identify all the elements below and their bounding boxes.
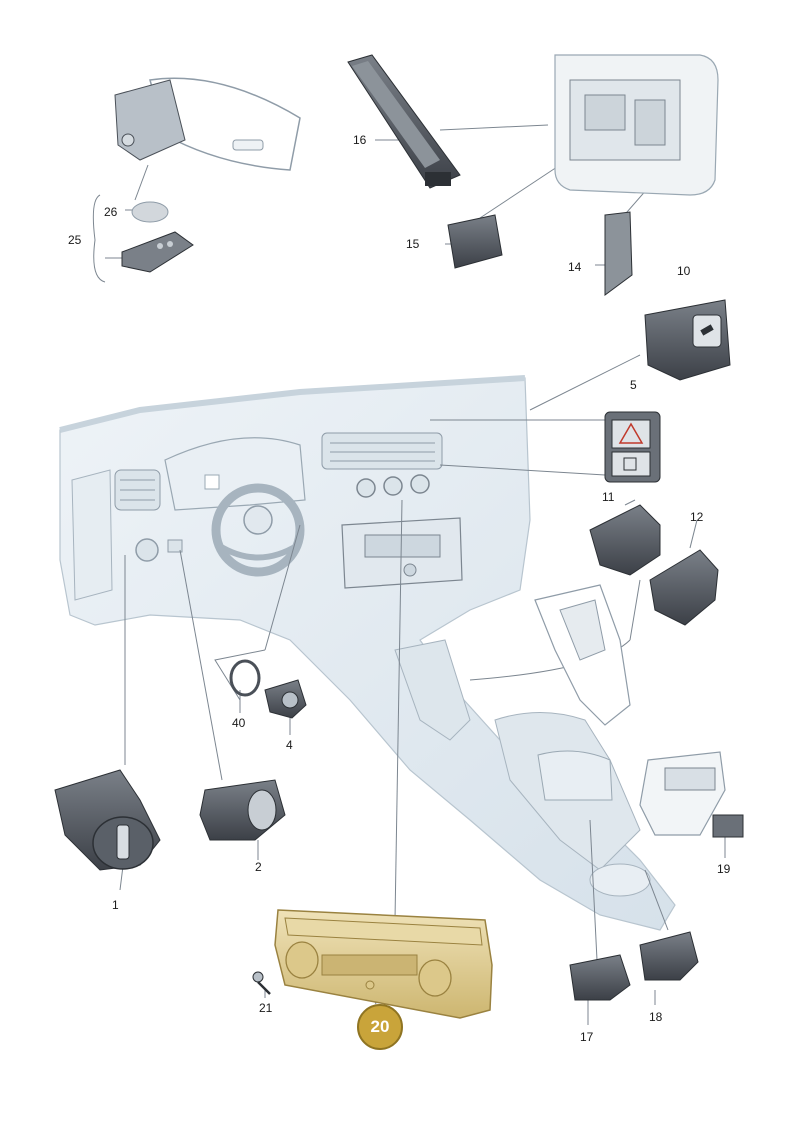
- label-part-5: 5: [630, 378, 637, 392]
- part-10-ignition-switch: [644, 299, 731, 381]
- part-14-15-fuse-parts: [447, 54, 719, 296]
- center-console-part: [534, 584, 631, 726]
- highlight-callout-20[interactable]: 20: [357, 1004, 403, 1050]
- part-19-rear-vent: [639, 751, 744, 838]
- part-16-switch-strip: [347, 54, 461, 189]
- label-part-21: 21: [259, 1001, 273, 1015]
- label-part-12: 12: [690, 510, 704, 524]
- part-11-12-switches: [589, 504, 719, 626]
- part-2-range-control: [199, 779, 286, 841]
- label-part-18: 18: [649, 1010, 663, 1024]
- dashboard-illustration: [59, 375, 676, 931]
- part-17-18-seat-switches: [569, 931, 699, 1001]
- label-part-19: 19: [717, 862, 731, 876]
- part-21-screw: [252, 971, 271, 995]
- part-4-start-button: [264, 679, 307, 719]
- label-part-11: 11: [602, 490, 615, 504]
- label-part-17: 17: [580, 1030, 594, 1044]
- label-part-2: 2: [255, 860, 262, 874]
- label-part-1: 1: [112, 898, 119, 912]
- part-20-climate-control: [274, 909, 493, 1019]
- part-1-light-switch: [54, 769, 161, 871]
- part-25-rain-sensor: [114, 77, 301, 273]
- label-part-25: 25: [68, 233, 82, 247]
- label-part-40: 40: [232, 716, 246, 730]
- part-40-ring: [229, 659, 261, 697]
- label-part-4: 4: [286, 738, 293, 752]
- part-5-hazard-switch: [604, 411, 661, 483]
- label-part-14: 14: [568, 260, 582, 274]
- label-part-15: 15: [406, 237, 420, 251]
- label-part-10: 10: [677, 264, 691, 278]
- label-part-26: 26: [104, 205, 118, 219]
- label-part-16: 16: [353, 133, 367, 147]
